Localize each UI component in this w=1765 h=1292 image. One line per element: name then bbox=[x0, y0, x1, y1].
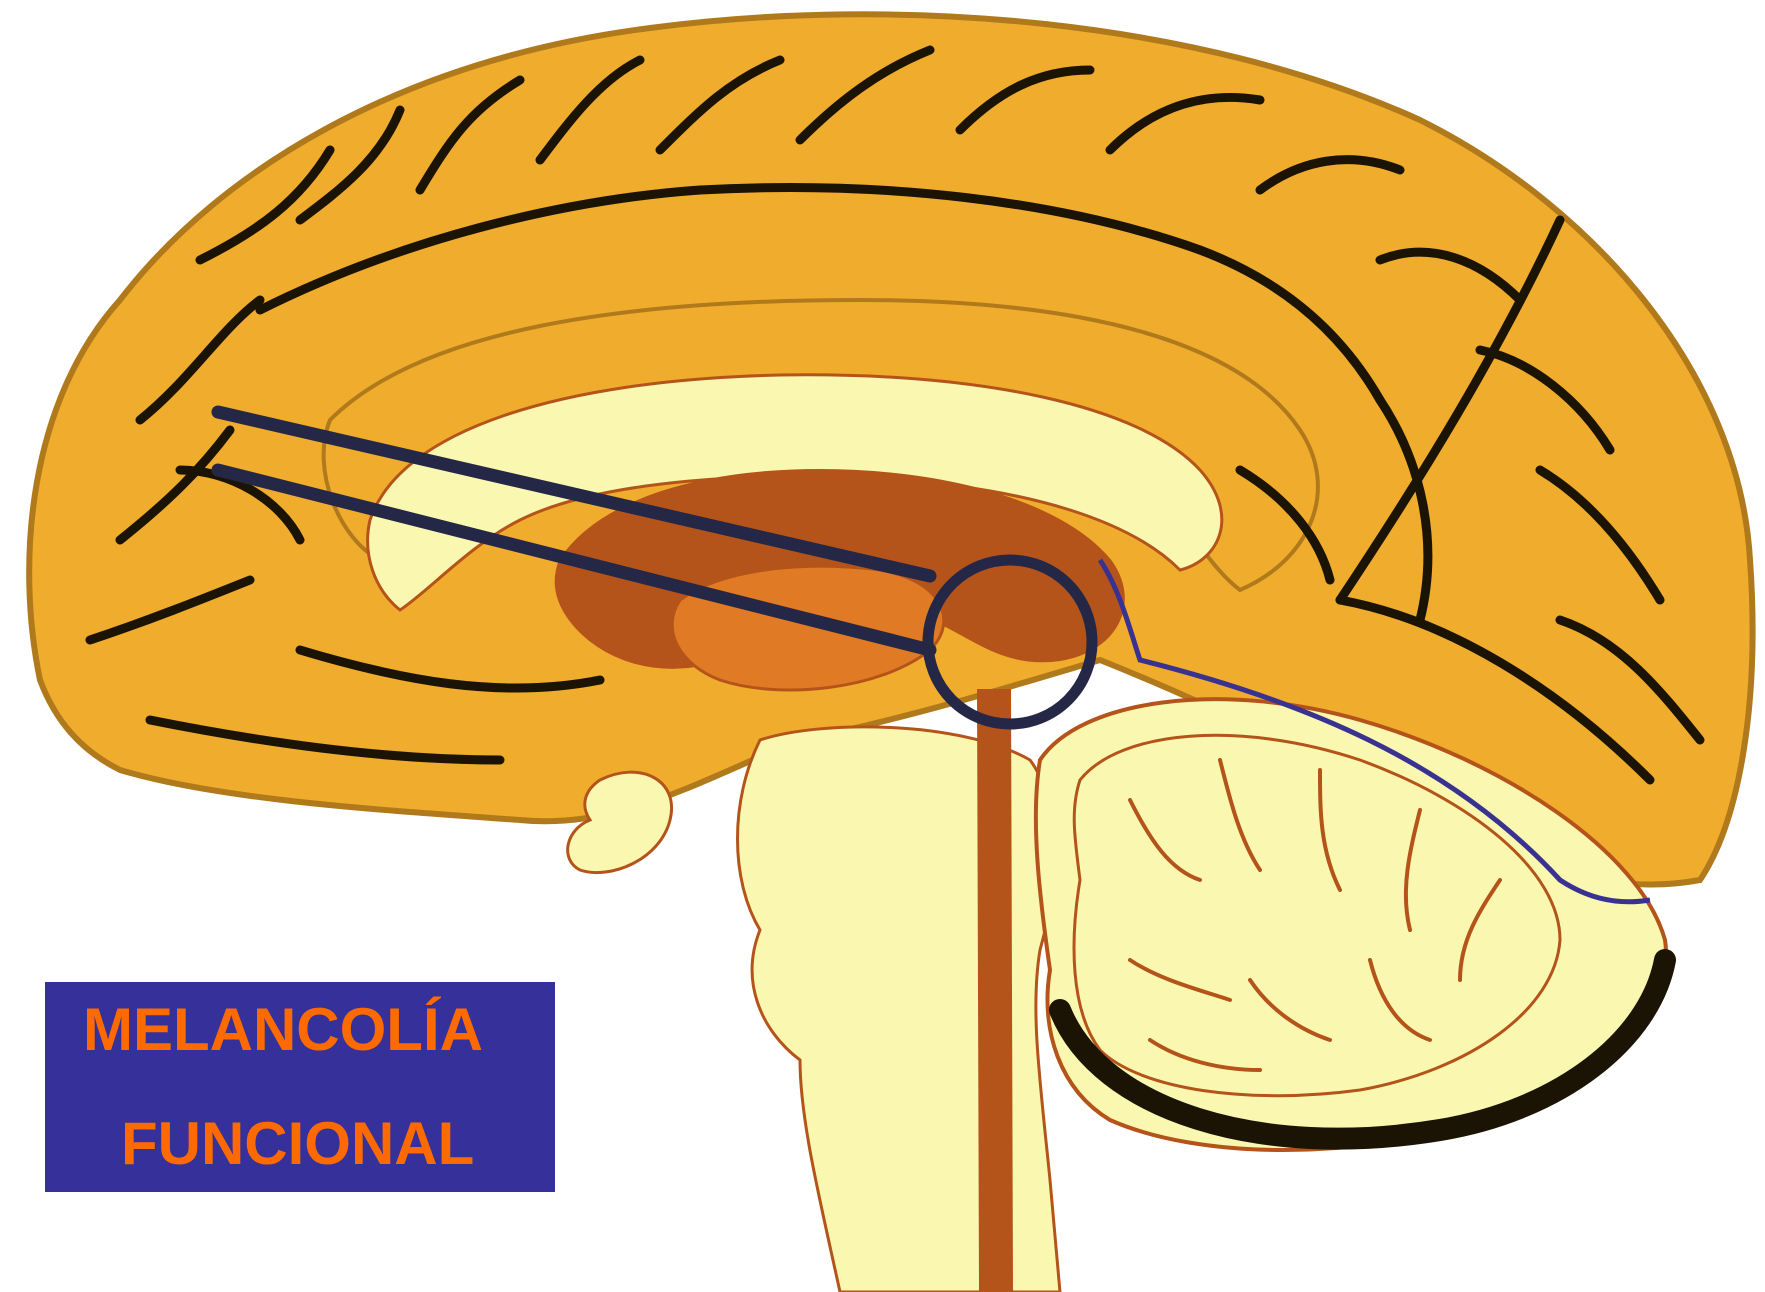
label-line-1: MELANCOLÍA bbox=[83, 1000, 555, 1060]
diagnosis-label-box: MELANCOLÍA FUNCIONAL bbox=[45, 982, 555, 1192]
label-line-2: FUNCIONAL bbox=[83, 1114, 555, 1174]
cerebral-aqueduct bbox=[978, 690, 1012, 1292]
